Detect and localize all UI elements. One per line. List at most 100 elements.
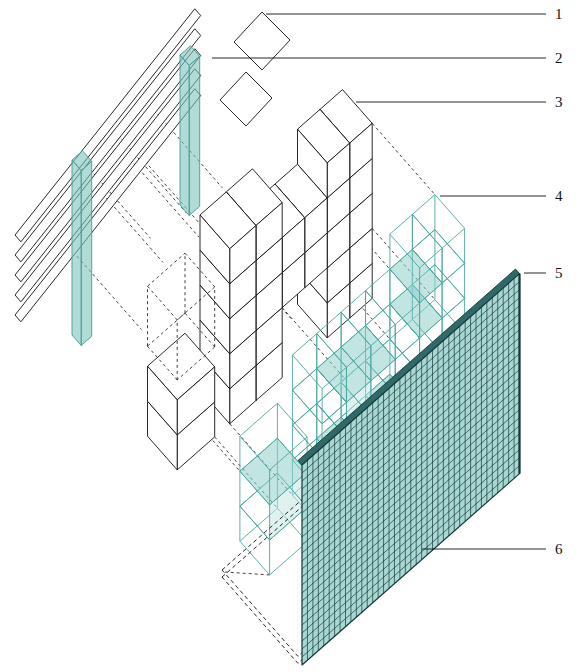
shelf-edge — [442, 263, 465, 283]
callout-number: 3 — [553, 94, 565, 111]
callout-number: 5 — [553, 265, 565, 282]
panel-grid — [302, 330, 520, 521]
shelf-edge — [292, 355, 322, 389]
teal-column-front — [189, 56, 200, 215]
panel-grid — [302, 386, 520, 577]
panel-grid — [448, 336, 449, 536]
shelf-edge — [412, 214, 442, 248]
leader-line — [356, 102, 546, 103]
shelf-edge — [341, 312, 371, 346]
panel-grid — [302, 466, 520, 657]
shelf-edge — [341, 312, 342, 347]
shelf-edge — [239, 506, 240, 541]
panel-grid — [389, 388, 390, 588]
panel-grid — [302, 306, 520, 497]
shelf-edge — [442, 283, 443, 318]
shelf-edge — [390, 304, 420, 338]
shelf-edge — [420, 248, 443, 268]
shelf-edge — [317, 369, 347, 403]
shelf-edge — [292, 390, 322, 424]
panel-grid — [405, 374, 406, 574]
ghost-block — [177, 287, 215, 320]
ghost-block — [148, 313, 186, 346]
shelf-edge — [346, 367, 347, 402]
shelf-edge — [366, 326, 396, 360]
shelf-edge — [316, 334, 317, 369]
ghost-block — [148, 286, 178, 320]
grid-panel — [298, 269, 520, 665]
panel-grid — [476, 312, 477, 512]
shelf-edge — [434, 195, 435, 230]
panel-grid — [302, 346, 520, 537]
shelf-edge — [442, 248, 443, 283]
panel-grid — [394, 384, 395, 584]
shelf-edge — [316, 369, 317, 404]
panel-grid — [383, 393, 384, 593]
mass-block-front — [256, 203, 282, 261]
shelf-edge — [366, 291, 396, 325]
shelf-edge — [389, 269, 390, 304]
shelf-edge — [464, 263, 465, 298]
shelf-edge — [292, 404, 316, 425]
leader-line — [266, 14, 546, 15]
shelf-edge — [420, 318, 443, 338]
shelf-edge — [341, 347, 371, 381]
shelf-edge — [435, 230, 465, 264]
panel-grid — [340, 432, 341, 632]
shelf-edge — [389, 304, 390, 339]
panel-grid — [334, 436, 335, 636]
shelf-edge — [316, 369, 317, 404]
shelf-edge — [371, 324, 395, 345]
shelf-edge — [365, 291, 366, 326]
panel-grid — [323, 446, 324, 646]
shelf-edge — [317, 347, 341, 368]
panel-grid — [302, 450, 520, 641]
panel-grid — [302, 458, 520, 649]
shelf-edge — [341, 312, 371, 346]
shelf-edge — [346, 346, 370, 367]
shelf-edge — [317, 312, 341, 333]
shelf-edge — [389, 269, 390, 304]
roof-strips — [15, 9, 290, 322]
shelf-edge — [390, 269, 420, 303]
ghost-block — [148, 346, 178, 380]
panel-face — [302, 274, 520, 665]
shelf-edge — [292, 355, 293, 390]
roof-plate — [220, 72, 272, 126]
shelf-edge — [366, 291, 396, 325]
shelf-edge — [412, 214, 413, 249]
mass-block-front — [282, 218, 305, 273]
panel-grid — [399, 379, 400, 579]
shelf-edge — [395, 303, 419, 324]
shelf-edge — [420, 283, 443, 303]
ghost-block — [177, 320, 178, 380]
panel-grid — [302, 418, 520, 609]
callout-number: 1 — [553, 6, 565, 23]
shelf-edge — [389, 234, 390, 269]
shelf-edge — [442, 248, 443, 283]
mass-block-front — [230, 226, 256, 284]
panel-grid — [356, 417, 357, 617]
mass-block-front — [305, 198, 328, 253]
shelf-edge — [365, 291, 366, 326]
ghost-block — [177, 347, 215, 380]
panel-grid — [421, 360, 422, 560]
shelf-edge — [316, 334, 317, 369]
shelf-edge — [390, 249, 413, 269]
panel-grid — [454, 331, 455, 531]
roof-strip — [15, 49, 201, 282]
shelf-edge — [435, 195, 465, 229]
projection-line — [225, 572, 270, 575]
panel-grid — [302, 362, 520, 553]
shelf-edge — [317, 334, 347, 368]
panel-grid — [427, 355, 428, 555]
panel-grid — [302, 402, 520, 593]
panel-grid — [465, 321, 466, 521]
panel-grid — [443, 341, 444, 541]
panel-grid — [345, 427, 346, 627]
panel-grid — [302, 378, 520, 569]
panel-grid — [367, 408, 368, 608]
shelf-edge — [316, 404, 317, 439]
panel-grid — [302, 282, 520, 473]
